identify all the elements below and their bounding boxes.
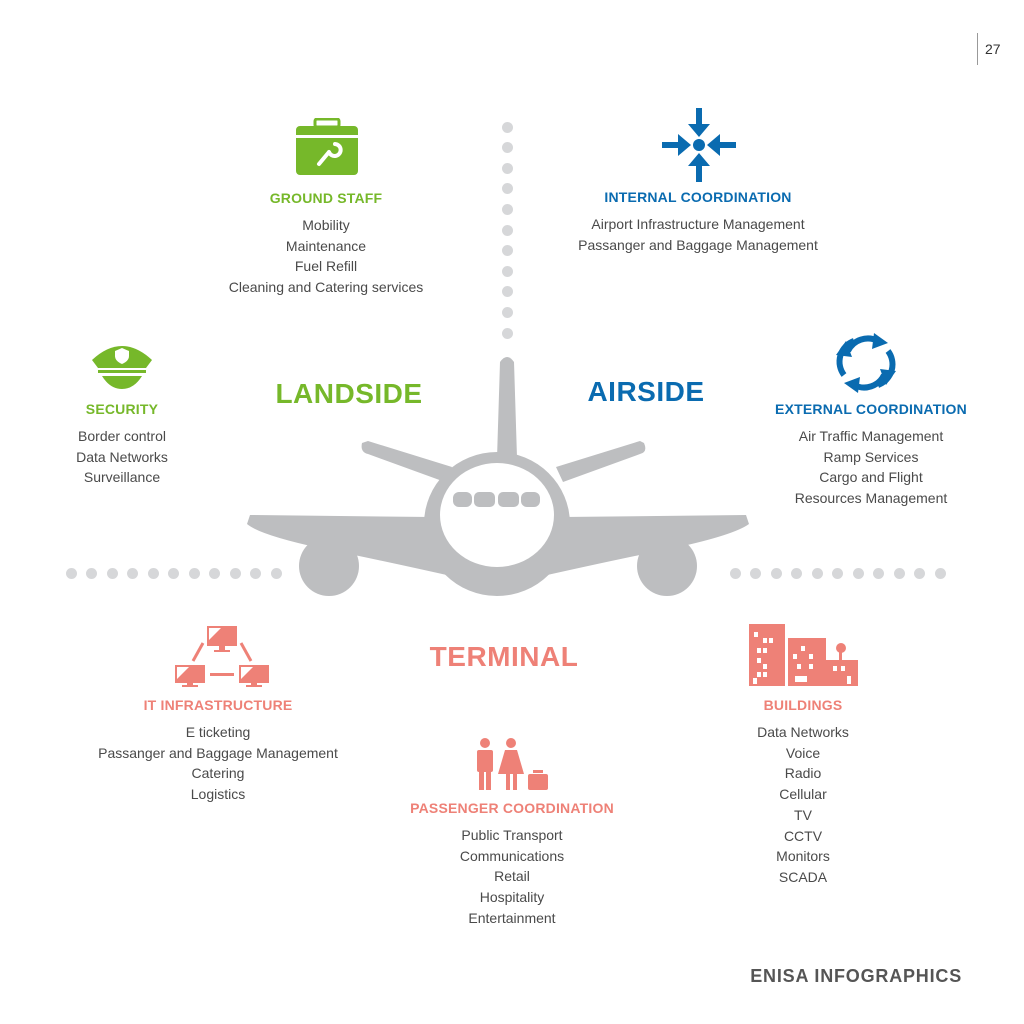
list-item: Monitors <box>776 848 830 865</box>
separator-dot <box>270 567 282 579</box>
separator-dot <box>811 567 823 579</box>
zone-terminal: TERMINAL <box>429 641 579 672</box>
separator-dot <box>729 567 741 579</box>
separator-dot <box>501 265 513 277</box>
right-wing <box>534 515 749 578</box>
list-item: Fuel Refill <box>294 258 358 275</box>
separator-dot <box>188 567 200 579</box>
separator-dot <box>250 567 261 579</box>
list-item: Resources Management <box>794 490 948 507</box>
list-item: Communications <box>459 847 565 864</box>
list-item: Logistics <box>190 786 246 803</box>
network-computers-icon <box>175 626 269 687</box>
separator-dot <box>852 567 864 579</box>
footer-title: ENISA INFOGRAPHICS <box>750 966 962 986</box>
section-title: INTERNAL COORDINATION <box>604 189 792 205</box>
list-item: Ramp Services <box>823 448 919 465</box>
list-item: TV <box>794 806 812 823</box>
separator-dot <box>501 162 513 174</box>
section-title: EXTERNAL COORDINATION <box>775 401 967 417</box>
separator-dot <box>501 224 513 236</box>
separator-dot <box>229 567 241 579</box>
separator-dot <box>893 567 905 579</box>
separator-dot <box>791 567 802 579</box>
list-item: Hospitality <box>479 889 545 906</box>
list-item: Retail <box>494 868 530 885</box>
separator-dot <box>873 567 884 579</box>
separator-dot <box>501 183 513 195</box>
police-cap-icon <box>92 346 152 389</box>
right-engine <box>637 536 697 596</box>
list-item: Data Networks <box>76 448 168 465</box>
toolbox-icon <box>296 118 358 175</box>
section-title: IT INFRASTRUCTURE <box>143 697 293 713</box>
list-item: Surveillance <box>83 469 161 486</box>
list-item: CCTV <box>783 827 823 844</box>
separator-dot <box>501 306 513 318</box>
list-item: Air Traffic Management <box>798 428 944 444</box>
separator-dot <box>209 567 220 579</box>
left-wing <box>247 515 460 578</box>
left-stabilizer <box>361 441 452 482</box>
list-item: Voice <box>785 744 821 761</box>
list-item: Catering <box>191 765 245 782</box>
separator-dot <box>168 567 179 579</box>
separator-dot <box>501 142 513 154</box>
zone-landside: LANDSIDE <box>275 378 423 409</box>
list-item: Passanger and Baggage Management <box>98 744 338 761</box>
separator-dot <box>501 286 513 298</box>
separator-dot <box>750 567 761 579</box>
converging-arrows-icon <box>662 108 736 182</box>
buildings-icon <box>749 624 858 686</box>
list-item: Cellular <box>779 786 827 803</box>
left-engine <box>299 536 359 596</box>
list-item: SCADA <box>778 868 828 885</box>
separator-dot <box>147 567 159 579</box>
list-item: Cleaning and Catering services <box>228 279 424 296</box>
separator-dot <box>127 567 138 579</box>
list-item: Passanger and Baggage Management <box>578 236 818 253</box>
list-item: Public Transport <box>461 827 563 843</box>
separator-dot <box>65 567 77 579</box>
section-title: GROUND STAFF <box>269 190 383 206</box>
list-item: Mobility <box>302 217 350 233</box>
section-internal-coordination: INTERNAL COORDINATION Airport Infrastruc… <box>548 187 848 255</box>
section-title: BUILDINGS <box>763 697 843 713</box>
list-item: E ticketing <box>185 724 251 740</box>
separator-dot <box>501 203 513 215</box>
separator-dot <box>914 567 925 579</box>
section-title: PASSENGER COORDINATION <box>410 800 614 816</box>
separator-dot <box>832 567 843 579</box>
passengers-icon <box>477 738 548 790</box>
zone-airside: AIRSIDE <box>587 376 705 407</box>
list-item: Airport Infrastructure Management <box>591 216 805 232</box>
separator-dot <box>501 327 513 339</box>
list-item: Data Networks <box>757 724 849 740</box>
page-number: 27 <box>985 41 1001 57</box>
separator-dot <box>501 121 513 133</box>
separator-dot <box>106 567 118 579</box>
separator-dot <box>934 567 946 579</box>
section-external-coordination: EXTERNAL COORDINATION Air Traffic Manage… <box>721 399 1021 509</box>
separator-dot <box>86 567 97 579</box>
separator-dot <box>770 567 782 579</box>
list-item: Maintenance <box>285 237 367 254</box>
separator-dot <box>501 245 513 257</box>
list-item: Radio <box>784 765 822 782</box>
page-divider <box>977 33 978 65</box>
section-title: SECURITY <box>85 401 159 417</box>
circular-arrows-icon <box>836 333 896 393</box>
tail-fin <box>497 357 517 458</box>
list-item: Entertainment <box>468 909 556 926</box>
list-item: Border control <box>78 428 166 444</box>
list-item: Cargo and Flight <box>819 469 923 486</box>
right-stabilizer <box>556 441 646 482</box>
